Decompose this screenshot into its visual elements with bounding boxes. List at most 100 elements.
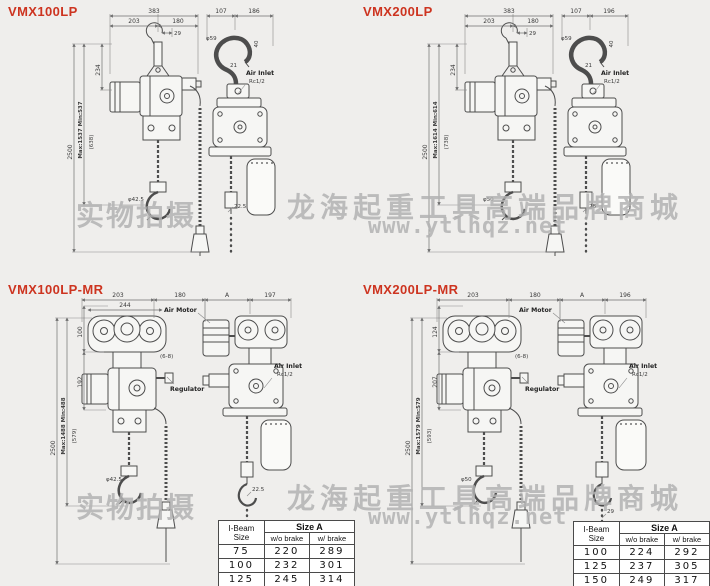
air-inlet-text: Air Inlet xyxy=(601,70,629,77)
dim-label: 234 xyxy=(450,64,457,76)
dimension-lines: 203 180 2500 Max:1579 Min:579 (593) 124 … xyxy=(405,292,647,565)
dim-label: 203 xyxy=(128,18,140,25)
dim-label: φ42.5 xyxy=(106,477,122,483)
col-w-brake: w/ brake xyxy=(663,533,710,546)
cell: 292 xyxy=(663,545,710,560)
dim-label: Max:1614 Min:614 xyxy=(433,101,439,158)
dim-label: 100 xyxy=(77,326,84,338)
dim-label: 203 xyxy=(112,292,124,299)
panel-vmx100lp: VMX100LP 383 203 180 29 2500 xyxy=(0,0,355,278)
cell: 314 xyxy=(308,572,356,586)
dim-label: 180 xyxy=(527,18,539,25)
dim-label: 186 xyxy=(248,8,260,15)
cell: 224 xyxy=(618,545,665,560)
dim-label: Max:1488 Min:488 xyxy=(61,397,67,454)
callout-labels: Air Motor Regulator Air Inlet Rc1/2 xyxy=(164,307,302,393)
table-row: 75 220 289 xyxy=(218,544,356,559)
dim-label: 107 xyxy=(215,8,227,15)
dim-label: 40 xyxy=(254,40,260,47)
side-view xyxy=(201,314,293,507)
dim-label: 383 xyxy=(148,8,160,15)
table-row: 150 249 317 xyxy=(573,573,710,586)
dim-label: 203 xyxy=(483,18,495,25)
cell: 245 xyxy=(263,572,310,586)
cell: 317 xyxy=(663,573,710,586)
dim-label: 22.5 xyxy=(252,487,265,493)
dim-label: 196 xyxy=(619,292,631,299)
cell: 237 xyxy=(618,559,665,574)
table-header-row: w/o brake w/ brake xyxy=(219,532,356,545)
callout-labels: Air Motor Regulator Air Inlet Rc1/2 xyxy=(519,307,657,393)
cell: 220 xyxy=(263,544,310,559)
regulator-text: Regulator xyxy=(525,386,560,393)
table-row: 125 245 314 xyxy=(218,572,356,586)
model-title: VMX100LP xyxy=(8,4,78,19)
table-header-row: w/o brake w/ brake xyxy=(574,533,710,546)
cell: 249 xyxy=(618,573,665,586)
front-view xyxy=(108,21,211,258)
table-row: 125 237 305 xyxy=(573,559,710,574)
dim-label: 2500 xyxy=(67,144,74,159)
air-inlet-text: Air Inlet xyxy=(246,70,274,77)
drawing-vmx200lp-mr: 203 180 2500 Max:1579 Min:579 (593) 124 … xyxy=(405,292,657,565)
dim-label: 207 xyxy=(432,376,439,388)
air-thread-text: Rc1/2 xyxy=(249,79,265,85)
dim-label: 124 xyxy=(432,326,439,338)
drawing-vmx100lp: 383 203 180 29 2500 Max:1537 Min:537 (63… xyxy=(67,8,355,278)
dim-label: 21 xyxy=(230,63,237,69)
col-wo-brake: w/o brake xyxy=(618,533,665,546)
model-title: VMX200LP-MR xyxy=(363,282,459,297)
dim-label: 28 xyxy=(589,204,596,210)
dim-label: 203 xyxy=(467,292,479,299)
air-thread-text: Rc1/2 xyxy=(632,372,648,378)
air-thread-text: Rc1/2 xyxy=(277,372,293,378)
front-view xyxy=(435,314,532,564)
cell: 100 xyxy=(573,545,620,560)
table-header-row: I-Beam Size Size A xyxy=(218,520,356,545)
dim-label: A xyxy=(580,292,585,299)
dim-label: 2500 xyxy=(422,144,429,159)
dim-label: (593) xyxy=(427,429,433,444)
regulator-text: Regulator xyxy=(170,386,205,393)
model-title: VMX100LP-MR xyxy=(8,282,104,297)
cell: 232 xyxy=(263,558,310,573)
dim-label: (6-8) xyxy=(160,354,173,360)
dim-label: 197 xyxy=(264,292,276,299)
dim-label: 21 xyxy=(585,63,592,69)
size-table-vmx200lp-mr: I-Beam Size Size A w/o brake w/ brake 10… xyxy=(573,521,710,586)
dim-label: (579) xyxy=(72,429,78,444)
dim-label: φ59 xyxy=(561,36,572,42)
dim-label: Max:1579 Min:579 xyxy=(416,397,422,454)
cell: 75 xyxy=(218,544,265,559)
dim-label: (738) xyxy=(444,135,450,150)
front-view xyxy=(80,314,177,564)
cell: 289 xyxy=(308,544,356,559)
dim-label: φ50 xyxy=(483,197,494,203)
dim-label: 29 xyxy=(529,31,536,37)
dim-label: 22.5 xyxy=(234,204,247,210)
dim-label: 40 xyxy=(609,40,615,47)
dim-label: 192 xyxy=(77,376,84,388)
dim-label: 180 xyxy=(172,18,184,25)
panel-vmx200lp: VMX200LP 383 203 180 29 2500 xyxy=(355,0,710,278)
dim-label: 196 xyxy=(603,8,615,15)
air-inlet-text: Air Inlet xyxy=(629,363,657,370)
drawing-vmx100lp-mr: 203 180 244 2500 Max:1488 Min:488 (579) … xyxy=(50,292,302,565)
dim-label: 383 xyxy=(503,8,515,15)
panel-vmx100lp-mr: VMX100LP-MR 203 180 244 2500 Max:1488 Mi… xyxy=(0,278,356,586)
cell: 305 xyxy=(663,559,710,574)
dim-label: 180 xyxy=(174,292,186,299)
dim-label: φ50 xyxy=(461,477,472,483)
table-row: 100 232 301 xyxy=(218,558,356,573)
col-ibeam: I-Beam Size xyxy=(218,520,265,545)
dim-label: 2500 xyxy=(50,440,57,455)
model-title: VMX200LP xyxy=(363,4,433,19)
dim-label: (6-8) xyxy=(515,354,528,360)
col-sizea: Size A xyxy=(263,520,356,533)
dimension-lines: 383 203 180 29 2500 Max:1537 Min:537 (63… xyxy=(67,8,274,253)
dim-label: 2500 xyxy=(405,440,412,455)
air-inlet-text: Air Inlet xyxy=(274,363,302,370)
dim-label: φ59 xyxy=(206,36,217,42)
dim-label: A xyxy=(225,292,230,299)
